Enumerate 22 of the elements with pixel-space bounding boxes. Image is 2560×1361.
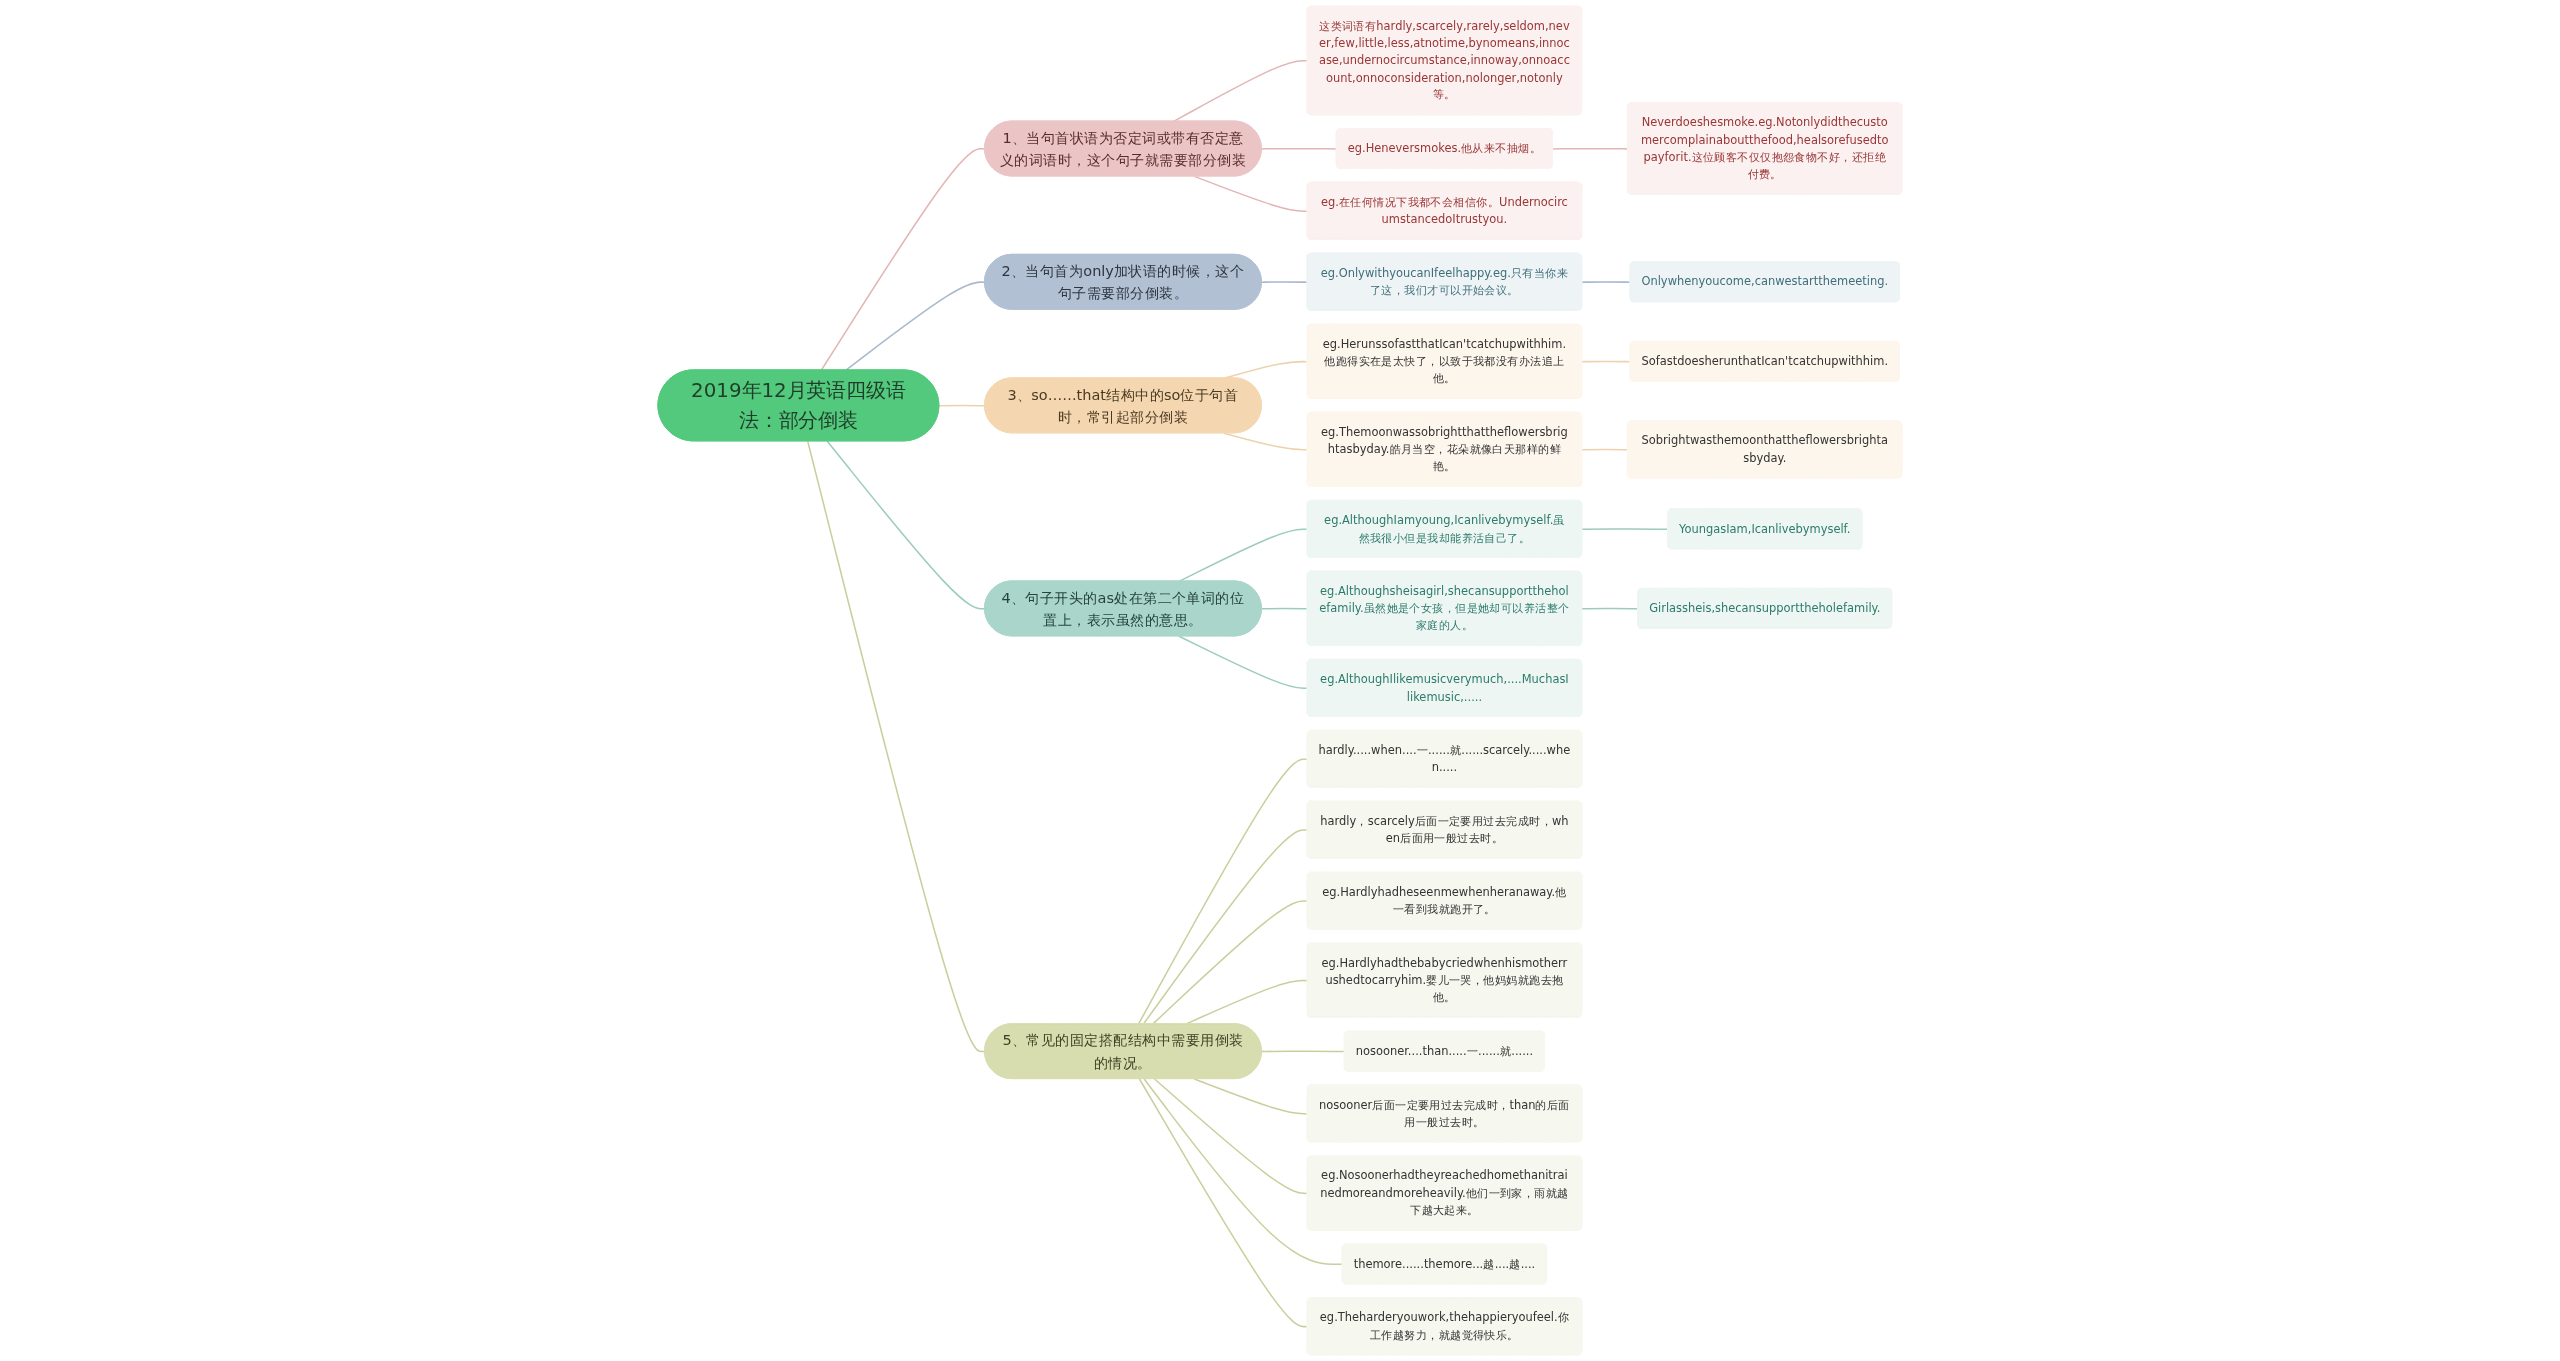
- connector: [1261, 1050, 1346, 1053]
- connector: [1153, 1078, 1309, 1195]
- connector: [1193, 1078, 1309, 1115]
- connector: [1261, 607, 1309, 610]
- connector: [1193, 175, 1309, 213]
- connector: [1178, 635, 1309, 690]
- connector: [1138, 1078, 1309, 1328]
- connector: [1261, 147, 1338, 150]
- connector: [1552, 147, 1629, 150]
- connector: [1581, 607, 1639, 610]
- connector: [938, 404, 986, 407]
- connector: [1581, 448, 1629, 451]
- connector: [1223, 432, 1309, 451]
- connector: [1581, 360, 1632, 363]
- connector: [806, 440, 986, 1053]
- connector: [1581, 528, 1669, 531]
- connector: [1137, 758, 1309, 1025]
- connector: [826, 440, 986, 610]
- connector: [1143, 1078, 1344, 1266]
- connector: [1261, 281, 1309, 283]
- connector: [1142, 829, 1309, 1025]
- connector: [1152, 900, 1309, 1025]
